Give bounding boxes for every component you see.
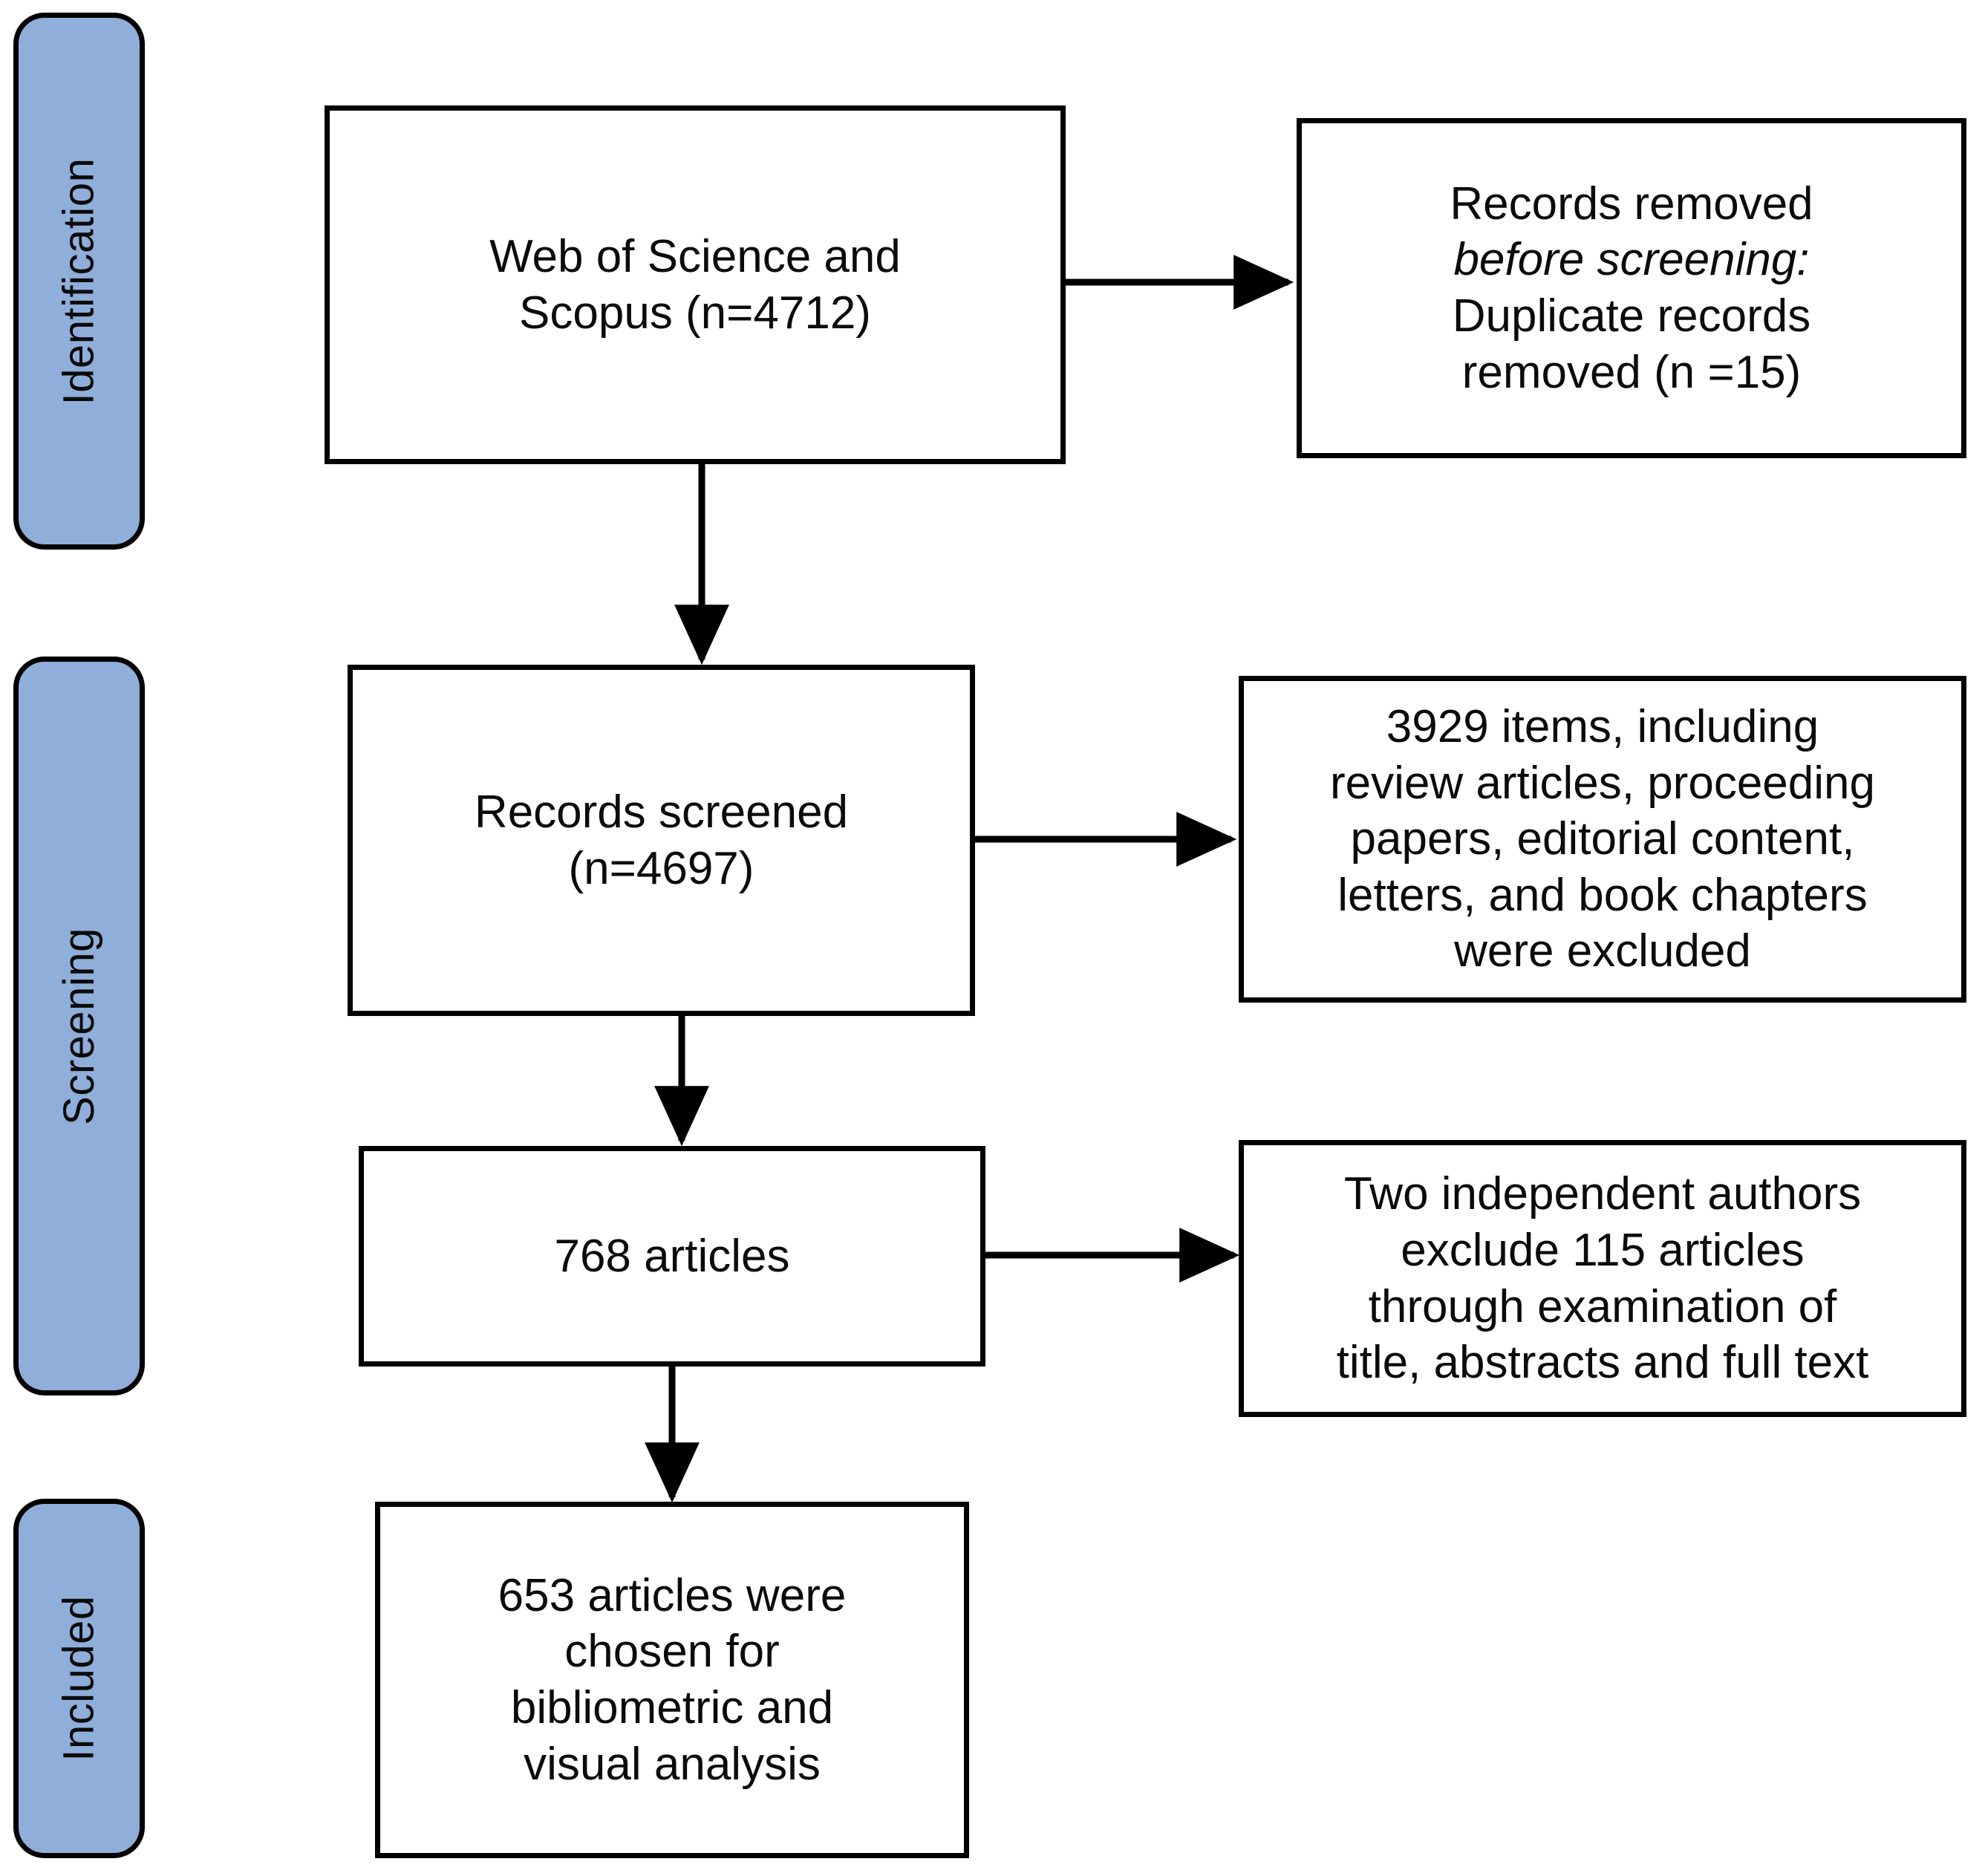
removed-line-2-italic: before screening:	[1453, 234, 1810, 286]
stage-pill-screening: Screening	[13, 657, 145, 1395]
removed-line-1: Records removed	[1450, 177, 1813, 229]
box-removed-before-screening-text: Records removed before screening: Duplic…	[1450, 176, 1813, 401]
box-sources-text: Web of Science and Scopus (n=4712)	[489, 230, 901, 339]
stage-label-identification: Identification	[54, 157, 103, 405]
box-included-final: 653 articles were chosen for bibliometri…	[375, 1502, 969, 1858]
removed-line-3: Duplicate records	[1452, 290, 1811, 342]
box-records-screened-text: Records screened (n=4697)	[474, 786, 849, 894]
stage-label-included: Included	[54, 1595, 103, 1762]
box-articles-768: 768 articles	[359, 1146, 985, 1367]
stage-label-screening: Screening	[54, 927, 103, 1125]
box-excluded-items: 3929 items, including review articles, p…	[1239, 676, 1966, 1003]
box-excluded-by-authors: Two independent authors exclude 115 arti…	[1239, 1140, 1966, 1417]
box-records-screened: Records screened (n=4697)	[348, 665, 975, 1016]
box-excluded-by-authors-text: Two independent authors exclude 115 arti…	[1336, 1168, 1869, 1389]
stage-pill-included: Included	[13, 1499, 145, 1858]
box-included-final-text: 653 articles were chosen for bibliometri…	[498, 1569, 847, 1790]
removed-line-4: removed (n =15)	[1461, 346, 1802, 398]
box-articles-768-text: 768 articles	[554, 1230, 790, 1282]
stage-pill-identification: Identification	[13, 13, 145, 550]
box-sources: Web of Science and Scopus (n=4712)	[325, 105, 1066, 464]
box-removed-before-screening: Records removed before screening: Duplic…	[1297, 118, 1966, 458]
box-excluded-items-text: 3929 items, including review articles, p…	[1329, 700, 1875, 977]
